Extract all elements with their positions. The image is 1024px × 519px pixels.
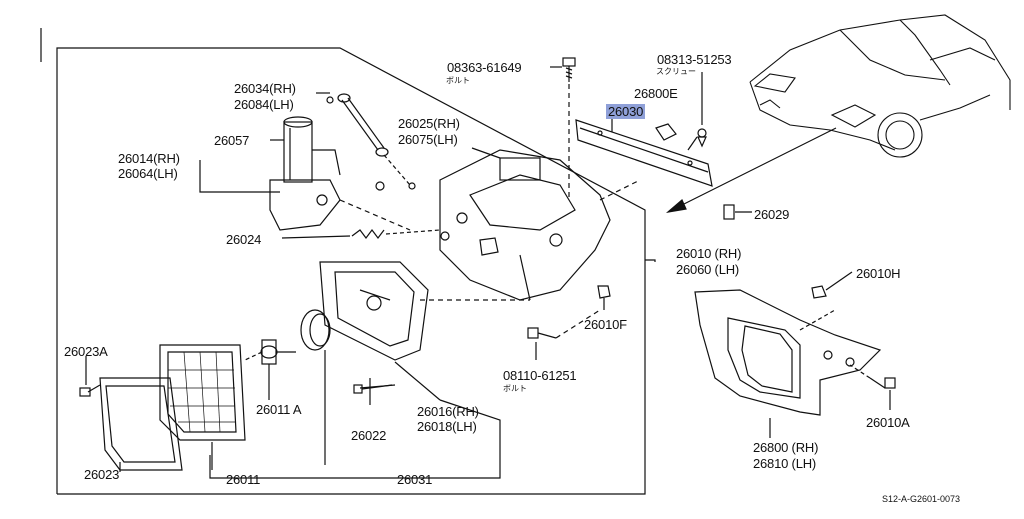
bezel-26023	[79, 377, 183, 472]
direction-arrow	[665, 127, 837, 213]
part-label-26011[interactable]: 26011	[226, 472, 261, 487]
headlamp-frame-26016	[319, 261, 530, 401]
bolt-08110	[527, 309, 601, 360]
part-sublabel-08313: スクリュー	[656, 67, 696, 76]
part-label-26010H[interactable]: 26010H	[856, 266, 901, 281]
spring-26024	[281, 229, 441, 239]
part-label-26029[interactable]: 26029	[754, 207, 790, 222]
bolt-08363	[550, 57, 576, 200]
adjuster-26014	[269, 116, 411, 231]
part-label-26034[interactable]: 26034(RH)	[234, 81, 296, 96]
part-sublabel-08363: ボルト	[446, 76, 470, 85]
part-label-26025[interactable]: 26025(RH)	[398, 116, 460, 131]
part-label-26023A[interactable]: 26023A	[64, 344, 108, 359]
part-label-26800-rh[interactable]: 26800 (RH)	[753, 440, 819, 455]
bulb-26011A	[244, 339, 296, 400]
part-label-26030-highlighted[interactable]: 26030	[606, 104, 646, 119]
diagram-code: S12-A-G2601-0073	[882, 494, 961, 504]
part-label-26023[interactable]: 26023	[84, 467, 120, 482]
bolt-26010A	[849, 364, 896, 410]
clip-26010H	[811, 271, 853, 299]
assembly-frame	[56, 47, 646, 495]
part-label-26011A[interactable]: 26011 A	[256, 402, 302, 417]
bracket-26030	[575, 119, 713, 187]
part-label-26064[interactable]: 26064(LH)	[118, 166, 178, 181]
part-label-26016[interactable]: 26016(RH)	[417, 404, 479, 419]
car-illustration	[749, 14, 1011, 158]
part-label-26018[interactable]: 26018(LH)	[417, 419, 477, 434]
label-brackets	[199, 92, 330, 193]
part-label-26010A[interactable]: 26010A	[866, 415, 910, 430]
part-label-26031[interactable]: 26031	[397, 472, 433, 487]
leader-26010	[645, 259, 656, 262]
part-label-26022[interactable]: 26022	[351, 428, 387, 443]
part-label-26084[interactable]: 26084(LH)	[234, 97, 294, 112]
housing-bracket-26025	[439, 149, 641, 301]
sealed-beam-26011	[159, 344, 246, 470]
part-label-26810-lh[interactable]: 26810 (LH)	[753, 456, 817, 471]
part-label-26010F[interactable]: 26010F	[584, 317, 627, 332]
part-label-26057[interactable]: 26057	[214, 133, 250, 148]
screw-08313	[697, 72, 707, 148]
part-label-08110[interactable]: 08110-61251	[503, 368, 577, 383]
part-label-26014[interactable]: 26014(RH)	[118, 151, 180, 166]
bezel-26800	[694, 289, 882, 438]
part-label-08313[interactable]: 08313-51253	[657, 52, 732, 67]
part-label-08363[interactable]: 08363-61649	[447, 60, 522, 75]
leader-26025	[471, 147, 501, 159]
clip-26010F	[597, 285, 611, 310]
retaining-ring-26031	[300, 309, 331, 465]
rod-26034	[326, 93, 416, 191]
part-label-26075[interactable]: 26075(LH)	[398, 132, 458, 147]
part-label-26024[interactable]: 26024	[226, 232, 262, 247]
part-label-26010-rh[interactable]: 26010 (RH)	[676, 246, 742, 261]
part-sublabel-08110: ボルト	[503, 384, 527, 393]
clip-26029	[723, 204, 752, 220]
bolt-26022	[353, 384, 393, 394]
part-label-26060-lh[interactable]: 26060 (LH)	[676, 262, 740, 277]
part-label-26800E[interactable]: 26800E	[634, 86, 678, 101]
